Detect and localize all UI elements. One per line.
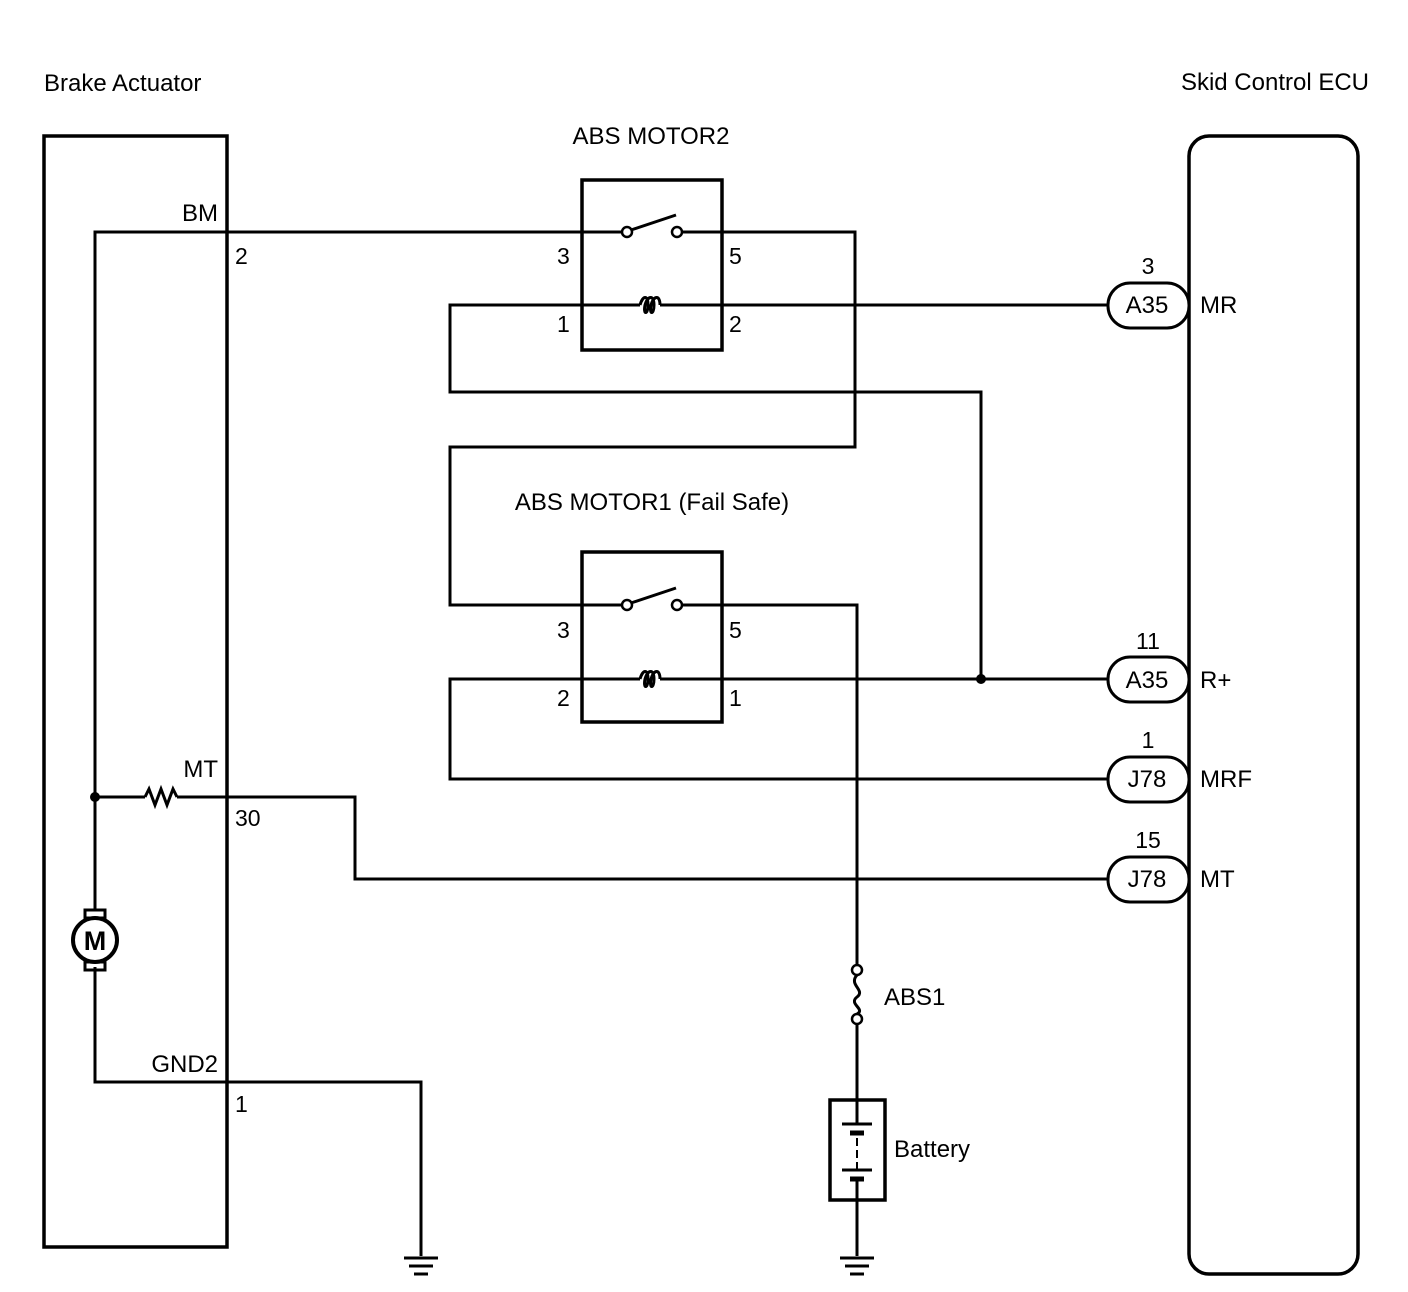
relay-motor2-box [580, 178, 724, 352]
fuse-icon [852, 973, 862, 1016]
relay-abs-motor2: ABS MOTOR2 3 5 1 2 [557, 123, 742, 352]
brake-actuator-title: Brake Actuator [44, 70, 201, 97]
fuse-label: ABS1 [884, 984, 945, 1011]
switch-contact-icon [620, 598, 634, 612]
ecu-terminal-name: MR [1200, 292, 1237, 319]
terminal-mt-label: MT [183, 756, 218, 783]
ecu-terminal-mr: 3 A35 MR [1106, 253, 1237, 330]
ecu-terminal-name: MT [1200, 866, 1235, 893]
switch-contact-icon [620, 225, 634, 239]
brake-actuator: Brake Actuator BM 2 MT 30 GND2 1 [42, 70, 261, 1249]
relay-motor2-pin: 1 [557, 311, 570, 337]
terminal-gnd2-pin: 1 [235, 1091, 248, 1117]
relay-coil-icon [638, 296, 662, 314]
relay-motor1-pin: 1 [729, 685, 742, 711]
relay-motor2-pin: 5 [729, 243, 742, 269]
wire-gnd-internal [93, 967, 227, 1084]
ecu-box [1187, 134, 1360, 1276]
actuator-internal-wiring: M [71, 230, 227, 1084]
ecu-terminal-name: MRF [1200, 766, 1252, 793]
wire-mrf [448, 677, 1108, 781]
motor-icon: M [71, 908, 119, 972]
ecu-terminal-name: R+ [1200, 667, 1231, 694]
ground-icon [404, 1256, 438, 1276]
battery: Battery [828, 1098, 970, 1202]
connector-id: J78 [1128, 866, 1167, 893]
ecu-pin-number: 1 [1142, 727, 1155, 753]
relay-motor1-box [580, 550, 724, 724]
relay-coil-icon [638, 670, 662, 688]
relay-motor2-pin: 3 [557, 243, 570, 269]
connector-badge [1106, 655, 1191, 704]
relay-motor1-title: ABS MOTOR1 (Fail Safe) [515, 489, 789, 516]
switch-blade-icon [630, 213, 677, 232]
wire-mt [227, 795, 1108, 881]
connector-id: J78 [1128, 766, 1167, 793]
ecu-pin-number: 11 [1136, 628, 1160, 654]
fuse-terminal-icon [850, 1012, 864, 1026]
brake-actuator-box [42, 134, 229, 1249]
relay-motor2-title: ABS MOTOR2 [573, 123, 730, 150]
terminal-mt-pin: 30 [235, 805, 261, 831]
connector-badge [1106, 855, 1191, 904]
wire-motor1-pin5-to-fuse [722, 603, 859, 968]
ecu-pin-number: 3 [1142, 253, 1155, 279]
relay-abs-motor1: ABS MOTOR1 (Fail Safe) 3 5 2 1 [515, 489, 789, 724]
battery-icon [842, 1100, 872, 1200]
wire-bm-internal [93, 230, 227, 913]
wire-motor2-pin5-to-motor1-pin3 [448, 230, 857, 607]
relay-motor1-pin: 3 [557, 617, 570, 643]
battery-label: Battery [894, 1136, 970, 1163]
terminal-bm-pin: 2 [235, 243, 248, 269]
fuse-abs1: ABS1 [850, 963, 945, 1026]
ecu-pin-number: 15 [1135, 827, 1161, 853]
wire-motor2-pin1-to-r-plus [448, 303, 983, 679]
switch-contact-icon [670, 225, 684, 239]
resistor-icon [143, 784, 179, 810]
ecu-terminal-mrf: 1 J78 MRF [1106, 727, 1252, 804]
skid-control-ecu: Skid Control ECU 3 A35 MR 11 A35 R+ 1 J7… [1106, 69, 1369, 1276]
svg-text:M: M [84, 926, 107, 956]
relay-motor1-pin: 2 [557, 685, 570, 711]
ecu-terminal-r-plus: 11 A35 R+ [1106, 628, 1231, 704]
relay-motor1-pin: 5 [729, 617, 742, 643]
terminal-bm-label: BM [182, 200, 218, 227]
fuse-terminal-icon [850, 963, 864, 977]
connector-badge [1106, 281, 1191, 330]
connector-badge [1106, 755, 1191, 804]
wiring [227, 230, 1108, 1256]
connector-id: A35 [1126, 667, 1169, 694]
junction-dot [976, 674, 986, 684]
switch-blade-icon [630, 586, 677, 605]
ground-icon [840, 1256, 874, 1276]
switch-contact-icon [670, 598, 684, 612]
connector-id: A35 [1126, 292, 1169, 319]
wire-gnd2 [227, 1080, 423, 1256]
ecu-terminal-mt: 15 J78 MT [1106, 827, 1235, 904]
terminal-gnd2-label: GND2 [151, 1051, 218, 1078]
ecu-title: Skid Control ECU [1181, 69, 1369, 96]
relay-motor2-pin: 2 [729, 311, 742, 337]
